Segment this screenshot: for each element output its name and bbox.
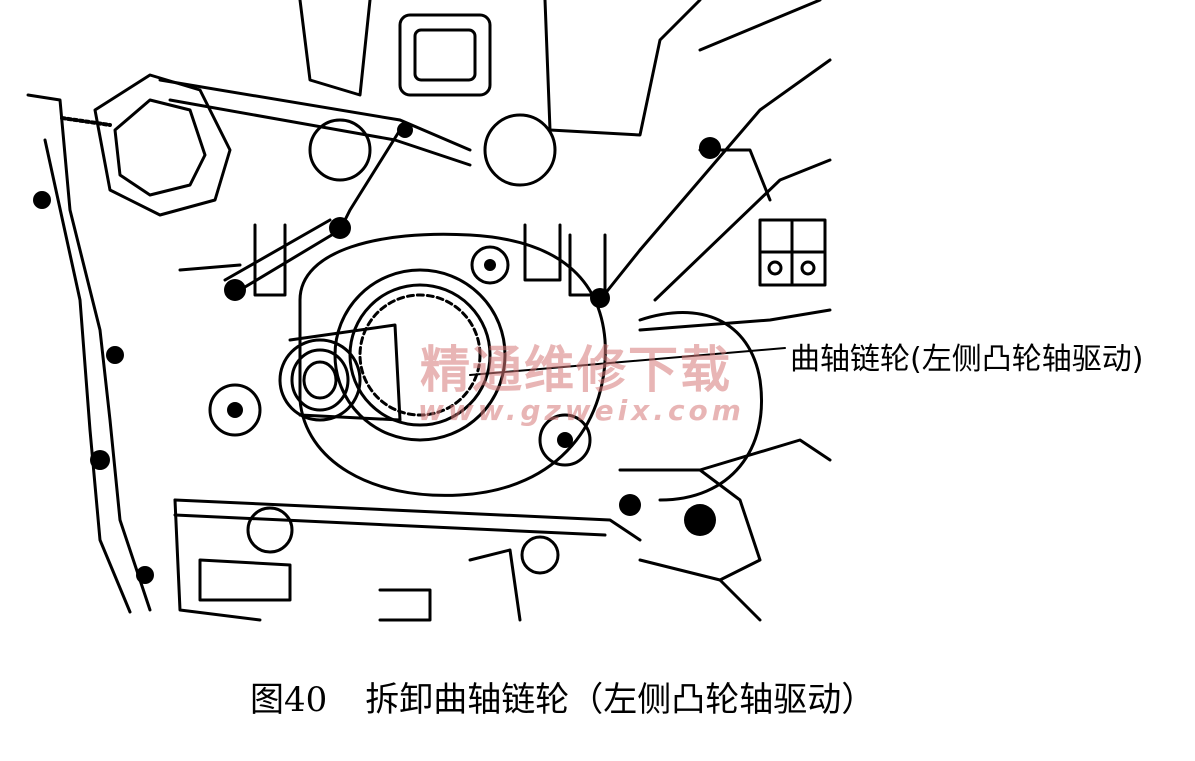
oil-tube	[158, 78, 472, 152]
cover-outline-left-inner	[43, 138, 132, 614]
bolt-upper-left	[60, 116, 112, 127]
crankshaft-sprocket-label: 曲轴链轮(左侧凸轮轴驱动)	[790, 342, 1144, 377]
right-frame	[698, 0, 822, 52]
right-boss-housing	[638, 311, 763, 502]
cover-outline-left	[26, 93, 152, 612]
figure-caption: 图40 拆卸曲轴链轮（左侧凸轮轴驱动）	[250, 672, 1150, 721]
boss-left	[208, 383, 262, 437]
upper-bracket	[93, 73, 232, 217]
lower-plate	[173, 498, 642, 542]
bolt-head	[33, 191, 51, 209]
watermark-text: 精通维修下载	[420, 341, 732, 399]
watermark-url: www.gzweix.com	[418, 394, 745, 427]
top-port	[398, 13, 492, 97]
figure-number: 图40	[250, 680, 328, 720]
callout-leader-line	[469, 347, 786, 376]
oil-pump-housing	[298, 232, 607, 497]
figure-title: 拆卸曲轴链轮（左侧凸轮轴驱动）	[365, 680, 876, 720]
crankshaft-nose	[288, 323, 402, 422]
